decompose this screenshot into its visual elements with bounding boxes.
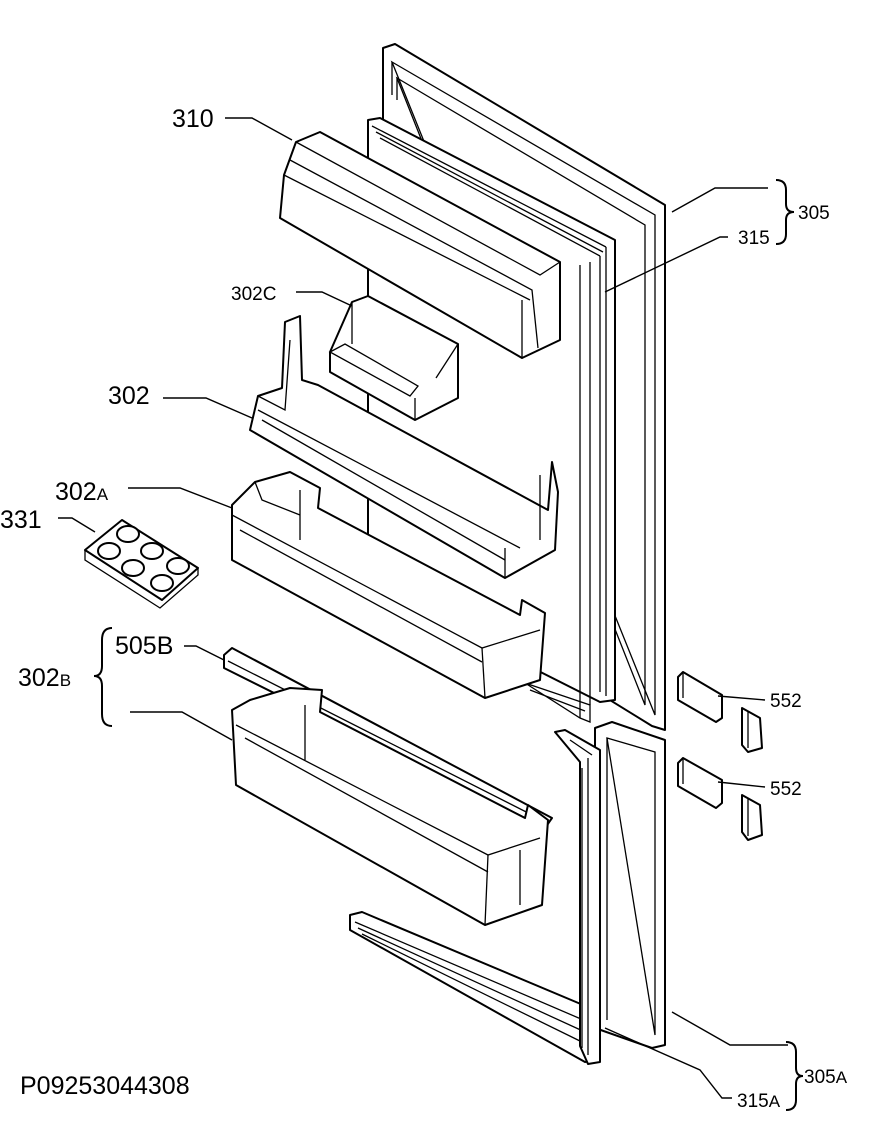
label-552-upper: 552 [770, 691, 802, 712]
brace-305A [785, 1041, 804, 1111]
label-505B: 505B [115, 632, 173, 660]
top-lid-shelf-310 [279, 131, 561, 359]
hinge-bracket-552-lower [677, 757, 763, 841]
leader-lines [58, 117, 788, 1099]
egg-tray-331 [84, 519, 199, 609]
label-305A-main: 305 [804, 1067, 836, 1088]
label-315A-sub: A [769, 1092, 781, 1111]
label-315A: 315A [737, 1091, 781, 1112]
label-315A-main: 315 [737, 1091, 769, 1112]
lower-door-panel [349, 721, 666, 1065]
label-305A: 305A [804, 1067, 848, 1088]
door-bin-302A [231, 471, 546, 699]
drawing-number: P09253044308 [20, 1072, 190, 1100]
label-302A-sub: A [97, 485, 109, 504]
label-331: 331 [0, 506, 42, 534]
door-bin-302 [249, 315, 559, 579]
label-302A-main: 302 [55, 478, 97, 506]
bottom-bin-302B [231, 687, 549, 926]
label-302B-main: 302 [18, 664, 60, 692]
label-310: 310 [172, 105, 214, 133]
label-305A-sub: A [836, 1068, 848, 1087]
label-305: 305 [798, 203, 830, 224]
small-box-302C [328, 295, 459, 421]
label-302A: 302A [55, 478, 109, 506]
label-302B: 302B [18, 664, 71, 692]
label-302: 302 [108, 382, 150, 410]
brace-305 [775, 179, 795, 245]
label-315: 315 [738, 228, 770, 249]
label-552-lower: 552 [770, 779, 802, 800]
brace-302B [93, 627, 113, 727]
label-302B-sub: B [60, 671, 71, 690]
lower-door-gasket [554, 729, 601, 1065]
label-302C: 302C [231, 284, 276, 305]
hinge-bracket-552-upper [677, 671, 763, 753]
